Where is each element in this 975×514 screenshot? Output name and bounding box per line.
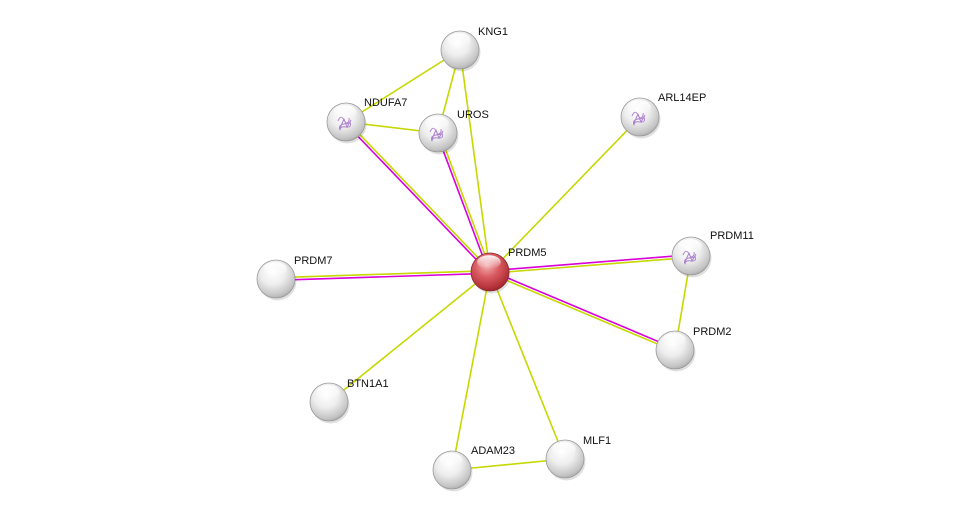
- edge-btn1a1-prdm5[interactable]: [328, 271, 491, 403]
- edge-evidence-textmining: [489, 116, 641, 273]
- node-gloss: [425, 116, 449, 130]
- node-label-kng1: KNG1: [478, 26, 508, 38]
- node-prdm7[interactable]: PRDM7: [256, 255, 333, 301]
- edge-mlf1-prdm5[interactable]: [489, 271, 566, 460]
- node-gloss: [263, 262, 287, 276]
- node-kng1[interactable]: KNG1: [440, 26, 508, 72]
- edge-evidence-textmining: [345, 49, 461, 123]
- node-label-prdm11: PRDM11: [710, 230, 754, 242]
- edge-evidence-textmining: [459, 49, 491, 273]
- node-gloss: [662, 333, 686, 347]
- edge-ndufa7-prdm5[interactable]: [344, 120, 492, 274]
- node-ndufa7[interactable]: NDUFA7: [326, 97, 407, 144]
- node-gloss: [552, 442, 576, 456]
- node-arl14ep[interactable]: ARL14EP: [620, 92, 706, 139]
- node-adam23[interactable]: ADAM23: [432, 445, 515, 492]
- protein-structure-icon: [682, 250, 697, 265]
- edge-evidence-experimental: [435, 132, 490, 274]
- edge-evidence-textmining: [346, 120, 492, 272]
- node-label-uros: UROS: [457, 109, 489, 121]
- node-label-mlf1: MLF1: [583, 435, 611, 447]
- node-label-prdm7: PRDM7: [294, 255, 333, 267]
- edge-kng1-ndufa7[interactable]: [345, 49, 461, 123]
- protein-structure-icon: [631, 111, 646, 126]
- edge-evidence-textmining: [488, 272, 676, 352]
- edge-evidence-textmining: [275, 269, 491, 279]
- node-gloss: [333, 105, 357, 119]
- edge-prdm2-prdm5[interactable]: [488, 270, 677, 352]
- edge-uros-prdm5[interactable]: [435, 131, 493, 274]
- node-gloss: [477, 255, 501, 269]
- node-label-ndufa7: NDUFA7: [364, 97, 407, 109]
- edge-evidence-textmining: [489, 271, 566, 460]
- edge-evidence-textmining: [438, 131, 493, 273]
- edge-evidence-textmining: [328, 271, 491, 403]
- node-gloss: [316, 385, 340, 399]
- edge-evidence-textmining: [489, 256, 692, 275]
- node-prdm5[interactable]: PRDM5: [470, 247, 547, 294]
- node-label-btn1a1: BTN1A1: [347, 378, 389, 390]
- protein-structure-icon: [337, 116, 352, 131]
- edge-evidence-experimental: [489, 270, 677, 350]
- node-prdm11[interactable]: PRDM11: [671, 230, 754, 278]
- edge-evidence-experimental: [344, 122, 490, 274]
- edge-prdm11-prdm5[interactable]: [489, 253, 692, 275]
- node-label-adam23: ADAM23: [471, 445, 515, 457]
- edge-arl14ep-prdm5[interactable]: [489, 116, 641, 273]
- edge-prdm7-prdm5[interactable]: [275, 269, 491, 282]
- protein-structure-icon: [429, 127, 444, 142]
- node-uros[interactable]: UROS: [418, 109, 489, 155]
- node-label-arl14ep: ARL14EP: [658, 92, 706, 104]
- node-label-prdm5: PRDM5: [508, 247, 547, 259]
- node-btn1a1[interactable]: BTN1A1: [309, 378, 389, 424]
- node-prdm2[interactable]: PRDM2: [655, 326, 732, 372]
- edge-evidence-experimental: [489, 253, 692, 272]
- edge-kng1-prdm5[interactable]: [459, 49, 491, 273]
- node-label-prdm2: PRDM2: [693, 326, 732, 338]
- node-gloss: [678, 239, 702, 253]
- edge-adam23-prdm5[interactable]: [451, 271, 491, 471]
- node-gloss: [627, 100, 651, 114]
- node-gloss: [447, 33, 471, 47]
- edge-evidence-experimental: [275, 272, 491, 282]
- node-mlf1[interactable]: MLF1: [545, 435, 611, 481]
- node-gloss: [439, 453, 463, 467]
- edge-evidence-textmining: [451, 271, 491, 471]
